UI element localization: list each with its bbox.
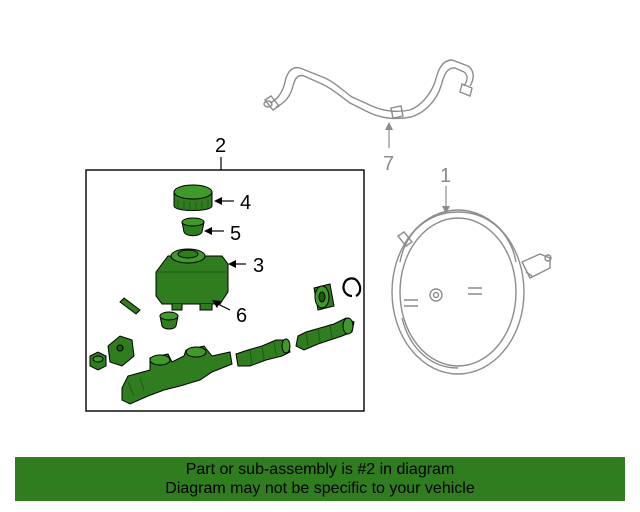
secondary-piston (235, 338, 291, 367)
callout-arrow-7 (385, 122, 393, 130)
reservoir-cap (173, 184, 213, 211)
cup-seal (313, 283, 335, 311)
banner-line-1: Part or sub-assembly is #2 in diagram (185, 461, 455, 478)
banner-line-2: Diagram may not be specific to your vehi… (165, 480, 475, 497)
callout-7: 7 (383, 153, 394, 175)
callout-arrow-4 (214, 197, 222, 205)
pin (119, 297, 141, 315)
snap-ring (342, 277, 362, 298)
mounting-flange (107, 335, 135, 367)
callout-5: 5 (230, 223, 241, 245)
parts-diagram: 7 1 2 4 5 (85, 59, 552, 412)
callout-arrow-5 (204, 227, 212, 235)
assembly-box (85, 169, 365, 412)
callout-4: 4 (240, 192, 251, 214)
callout-arrow-3 (228, 260, 236, 268)
plug (89, 351, 107, 371)
callout-leader-6 (217, 303, 231, 311)
vacuum-hose (263, 59, 474, 120)
info-banner: Part or sub-assembly is #2 in diagram Di… (15, 457, 625, 501)
brake-booster (391, 209, 552, 375)
master-cylinder-body (121, 345, 233, 405)
callout-arrow-6 (212, 300, 221, 308)
callout-2: 2 (215, 135, 226, 157)
reservoir-strainer (181, 217, 205, 237)
reservoir-grommet (159, 311, 179, 330)
callout-3: 3 (253, 255, 264, 277)
fluid-reservoir (155, 248, 229, 311)
primary-piston (295, 317, 355, 351)
callout-arrow-1 (442, 206, 450, 214)
callout-6: 6 (236, 305, 247, 327)
callout-1: 1 (440, 165, 451, 187)
